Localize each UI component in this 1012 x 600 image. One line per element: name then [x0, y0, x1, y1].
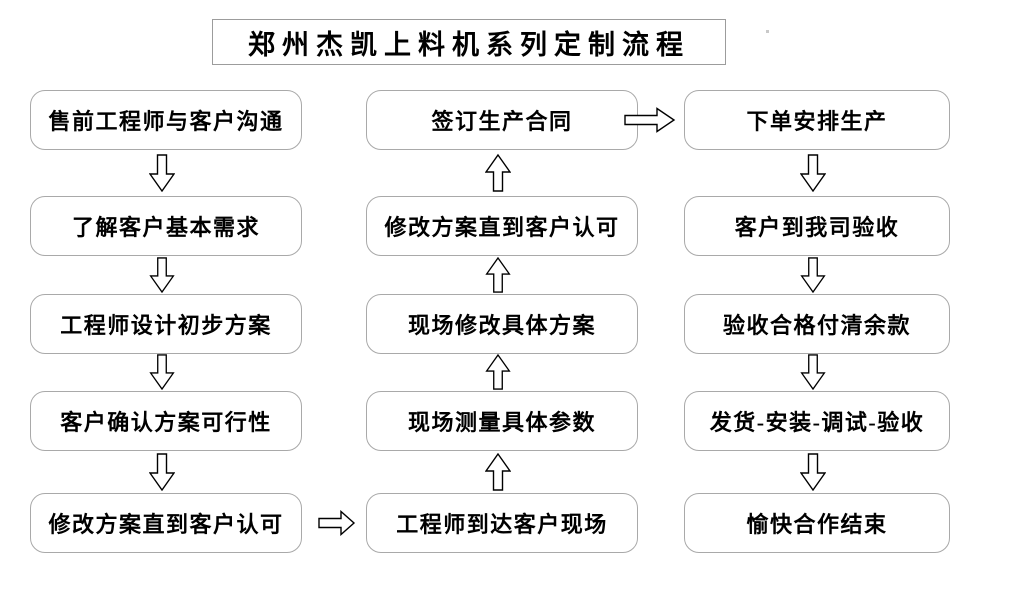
flow-step-preliminary-design: 工程师设计初步方案	[30, 294, 302, 354]
down-arrow-icon	[800, 453, 826, 491]
flow-step-confirm-feasibility: 客户确认方案可行性	[30, 391, 302, 451]
flow-step-label: 工程师到达客户现场	[396, 512, 608, 537]
up-arrow-icon	[485, 153, 511, 192]
flow-step-label: 签订生产合同	[431, 109, 573, 134]
flow-step-revise-until-approved-2: 修改方案直到客户认可	[366, 196, 638, 256]
flow-step-understand-needs: 了解客户基本需求	[30, 196, 302, 256]
down-arrow-icon	[149, 354, 175, 390]
down-arrow-icon	[149, 154, 175, 192]
flow-step-cooperation-ends: 愉快合作结束	[684, 493, 950, 553]
flow-step-order-production: 下单安排生产	[684, 90, 950, 150]
down-arrow-icon	[800, 154, 826, 192]
flow-step-label: 下单安排生产	[746, 109, 888, 134]
flow-step-label: 修改方案直到客户认可	[48, 512, 284, 537]
right-arrow-icon	[318, 510, 356, 536]
flow-step-ship-install-debug-accept: 发货-安装-调试-验收	[684, 391, 950, 451]
flow-step-label: 工程师设计初步方案	[60, 313, 272, 338]
flow-step-label: 修改方案直到客户认可	[384, 215, 620, 240]
up-arrow-icon	[485, 354, 511, 390]
up-arrow-icon	[485, 453, 511, 491]
flow-step-label: 客户确认方案可行性	[60, 410, 272, 435]
flow-step-onsite-revise-plan: 现场修改具体方案	[366, 294, 638, 354]
flow-step-label: 售前工程师与客户沟通	[48, 109, 284, 134]
flow-step-engineer-arrives-site: 工程师到达客户现场	[366, 493, 638, 553]
title-box: 郑州杰凯上料机系列定制流程	[212, 19, 726, 65]
flow-step-revise-until-approved-1: 修改方案直到客户认可	[30, 493, 302, 553]
flow-step-sign-contract: 签订生产合同	[366, 90, 638, 150]
up-arrow-icon	[485, 257, 511, 293]
down-arrow-icon	[149, 257, 175, 293]
flow-step-onsite-measure-params: 现场测量具体参数	[366, 391, 638, 451]
flow-step-presales-communication: 售前工程师与客户沟通	[30, 90, 302, 150]
flow-step-label: 验收合格付清余款	[722, 313, 911, 338]
down-arrow-icon	[800, 257, 826, 293]
right-arrow-icon	[624, 107, 676, 133]
flow-step-label: 发货-安装-调试-验收	[709, 410, 925, 435]
flow-step-label: 现场测量具体参数	[407, 410, 596, 435]
flow-step-customer-acceptance-visit: 客户到我司验收	[684, 196, 950, 256]
flow-step-label: 了解客户基本需求	[71, 215, 260, 240]
flow-step-label: 现场修改具体方案	[407, 313, 596, 338]
down-arrow-icon	[149, 453, 175, 491]
page-title: 郑州杰凯上料机系列定制流程	[248, 29, 690, 60]
flow-step-label: 愉快合作结束	[746, 512, 888, 537]
flow-step-label: 客户到我司验收	[734, 215, 900, 240]
down-arrow-icon	[800, 354, 826, 390]
stray-dot-artifact	[766, 30, 769, 33]
flow-step-pay-balance: 验收合格付清余款	[684, 294, 950, 354]
